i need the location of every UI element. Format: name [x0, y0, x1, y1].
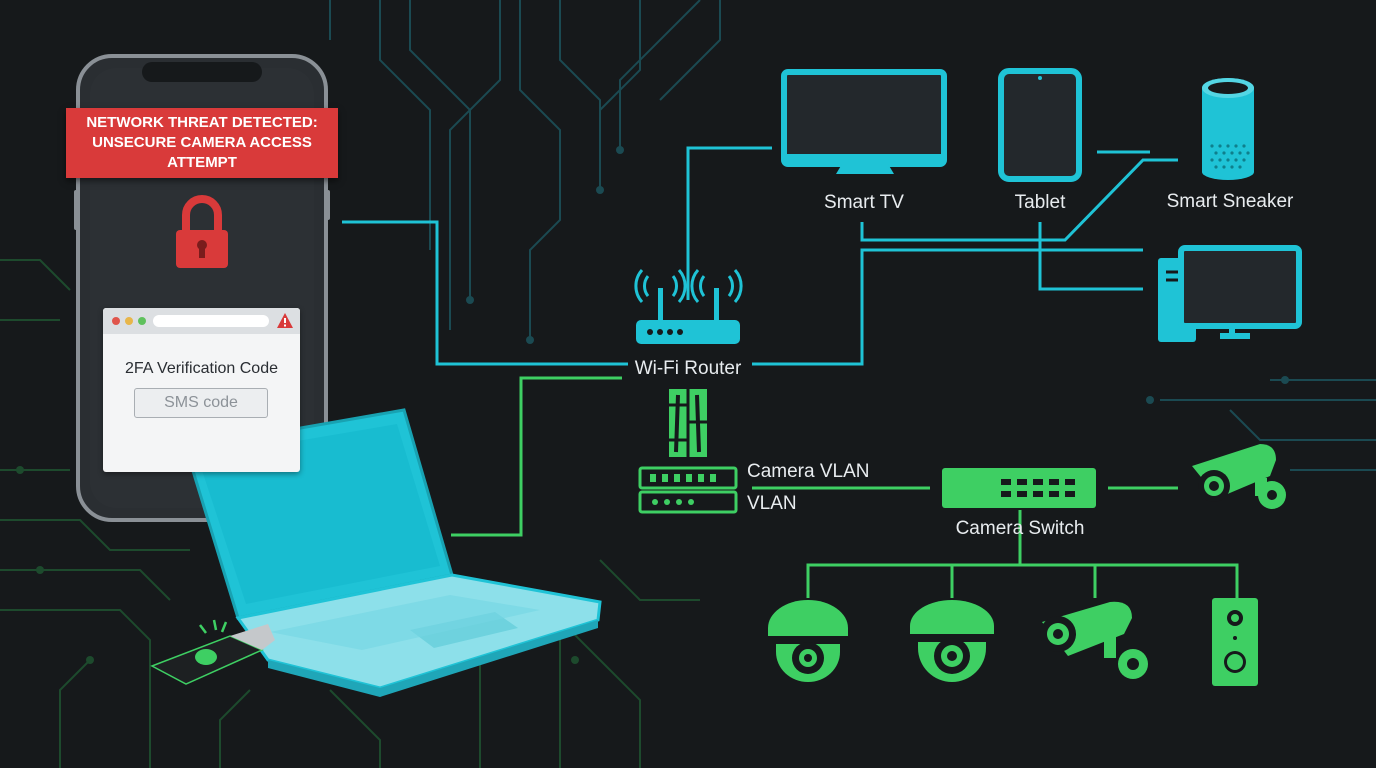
tv-icon	[781, 69, 947, 174]
threat-alert-banner: Network threat detected: unsecure camera…	[66, 108, 338, 178]
tablet-icon	[998, 68, 1082, 182]
threat-alert-text: Network threat detected: unsecure camera…	[86, 114, 318, 171]
vlan-label: VLAN	[747, 493, 797, 514]
speaker-icon	[1202, 78, 1254, 180]
lock-icon	[176, 195, 228, 268]
camera-switch-label: Camera Switch	[956, 518, 1085, 539]
router-label: Wi-Fi Router	[635, 358, 742, 379]
desktop-icon	[1158, 245, 1302, 342]
smart-tv-label: Smart TV	[824, 192, 904, 213]
bullet-camera-icon	[1040, 601, 1148, 679]
dome-camera-icon	[768, 600, 848, 682]
dome-camera-icon	[910, 600, 994, 682]
smart-speaker-label: Smart Sneaker	[1167, 191, 1294, 212]
video-doorbell-icon	[1212, 598, 1258, 686]
minimize-window-dot-icon[interactable]	[125, 317, 133, 325]
dialog-address-bar	[153, 315, 269, 327]
two-factor-dialog: 2FA Verification Code SMS code	[103, 308, 300, 472]
dialog-titlebar	[103, 308, 300, 334]
usb-security-key-icon	[150, 619, 275, 685]
cyan-connections	[342, 146, 1178, 366]
firewall-icon	[669, 389, 707, 457]
switch-icon	[942, 468, 1096, 508]
tablet-label: Tablet	[1015, 192, 1066, 213]
sms-code-input[interactable]: SMS code	[134, 388, 268, 418]
camera-vlan-label: Camera VLAN	[747, 461, 870, 482]
router-icon	[634, 269, 743, 344]
dialog-title: 2FA Verification Code	[125, 360, 278, 377]
green-connections	[451, 376, 1239, 598]
network-appliance-icon	[638, 466, 738, 514]
maximize-window-dot-icon[interactable]	[138, 317, 146, 325]
close-window-dot-icon[interactable]	[112, 317, 120, 325]
bullet-camera-icon	[1192, 444, 1286, 509]
warning-icon	[277, 313, 293, 328]
